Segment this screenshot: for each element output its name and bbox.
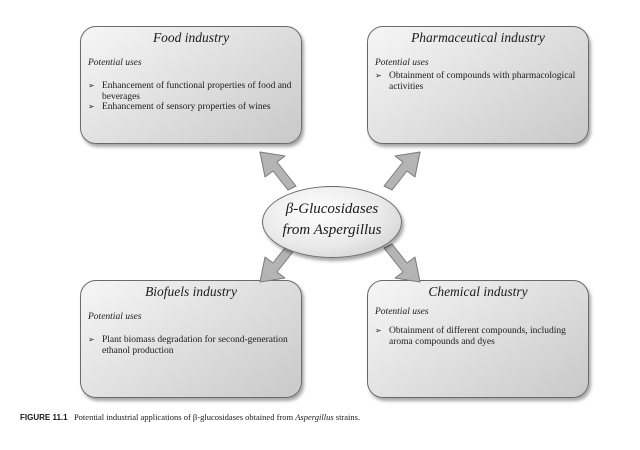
biofuels-industry-panel: Biofuels industry Potential uses ➢Plant … bbox=[80, 280, 302, 398]
arrow-to-chemical-icon bbox=[383, 243, 421, 283]
beta-glucosidases-center-node: β-Glucosidases from Aspergillus bbox=[262, 186, 402, 258]
food-potential-uses-label: Potential uses bbox=[88, 58, 142, 68]
arrow-bullet-icon: ➢ bbox=[88, 102, 95, 112]
food-uses-list: ➢Enhancement of functional properties of… bbox=[88, 81, 293, 113]
chemical-industry-panel: Chemical industry Potential uses ➢Obtain… bbox=[367, 280, 589, 398]
arrow-bullet-icon: ➢ bbox=[375, 71, 382, 80]
arrow-bullet-icon: ➢ bbox=[375, 326, 382, 335]
chemical-industry-title: Chemical industry bbox=[428, 284, 528, 299]
caption-text-end: strains. bbox=[333, 412, 361, 422]
arrow-to-biofuels-icon bbox=[259, 243, 297, 283]
list-item: ➢Enhancement of functional properties of… bbox=[88, 81, 292, 102]
food-industry-panel: Food industry Potential uses ➢Enhancemen… bbox=[80, 26, 302, 144]
caption-italic-text: Aspergillus bbox=[295, 412, 334, 422]
list-item: ➢Enhancement of sensory properties of wi… bbox=[88, 102, 271, 113]
chemical-uses-list: ➢Obtainment of different compounds, incl… bbox=[375, 326, 580, 347]
arrow-to-pharmaceutical-icon bbox=[383, 151, 421, 191]
pharmaceutical-industry-panel: Pharmaceutical industry Potential uses ➢… bbox=[367, 26, 589, 144]
food-industry-title: Food industry bbox=[152, 30, 230, 45]
chemical-potential-uses-label: Potential uses bbox=[375, 307, 429, 317]
pharmaceutical-potential-uses-label: Potential uses bbox=[375, 58, 429, 68]
list-item: ➢Plant biomass degradation for second-ge… bbox=[88, 335, 288, 356]
arrow-bullet-icon: ➢ bbox=[88, 335, 95, 344]
arrow-to-food-icon bbox=[259, 151, 297, 191]
list-item: ➢Obtainment of different compounds, incl… bbox=[375, 326, 566, 347]
center-title-line1: β-Glucosidases bbox=[285, 201, 379, 217]
list-item: ➢Obtainment of compounds with pharmacolo… bbox=[375, 71, 576, 92]
caption-text: Potential industrial applications of β-g… bbox=[73, 412, 296, 422]
figure-caption: FIGURE 11.1 Potential industrial applica… bbox=[20, 412, 360, 422]
center-title-line2: from Aspergillus bbox=[282, 222, 382, 238]
biofuels-potential-uses-label: Potential uses bbox=[88, 312, 142, 322]
arrow-bullet-icon: ➢ bbox=[88, 81, 95, 90]
biofuels-uses-list: ➢Plant biomass degradation for second-ge… bbox=[88, 335, 293, 356]
biofuels-industry-title: Biofuels industry bbox=[145, 284, 237, 299]
pharmaceutical-industry-title: Pharmaceutical industry bbox=[411, 30, 545, 45]
pharmaceutical-uses-list: ➢Obtainment of compounds with pharmacolo… bbox=[375, 71, 580, 92]
figure-label: FIGURE 11.1 bbox=[20, 413, 68, 422]
